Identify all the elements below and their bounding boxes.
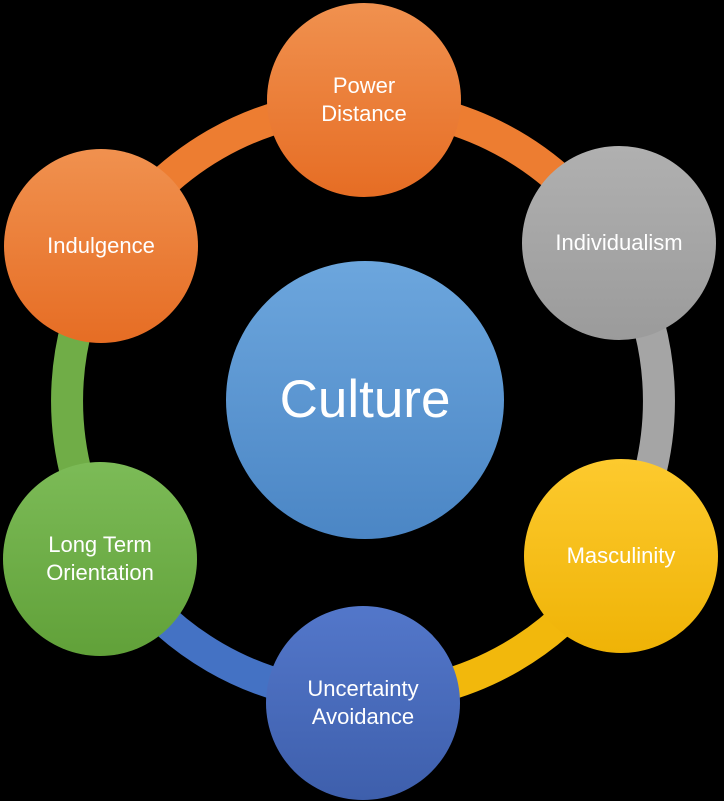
node-uncertainty-avoidance: Uncertainty Avoidance — [266, 606, 460, 800]
node-long-term-orientation: Long Term Orientation — [3, 462, 197, 656]
node-long-term-orientation-label: Long Term Orientation — [46, 531, 154, 585]
node-uncertainty-avoidance-label: Uncertainty Avoidance — [307, 675, 419, 729]
node-indulgence: Indulgence — [4, 149, 198, 343]
node-power-distance: Power Distance — [267, 3, 461, 197]
node-culture-center: Culture — [226, 261, 504, 539]
node-masculinity: Masculinity — [524, 459, 718, 653]
node-indulgence-label: Indulgence — [47, 232, 155, 258]
node-masculinity-label: Masculinity — [566, 542, 676, 568]
node-individualism-label: Individualism — [555, 229, 683, 255]
node-individualism: Individualism — [522, 146, 716, 340]
node-culture-label: Culture — [279, 369, 451, 429]
node-power-distance-label: Power Distance — [321, 72, 407, 126]
